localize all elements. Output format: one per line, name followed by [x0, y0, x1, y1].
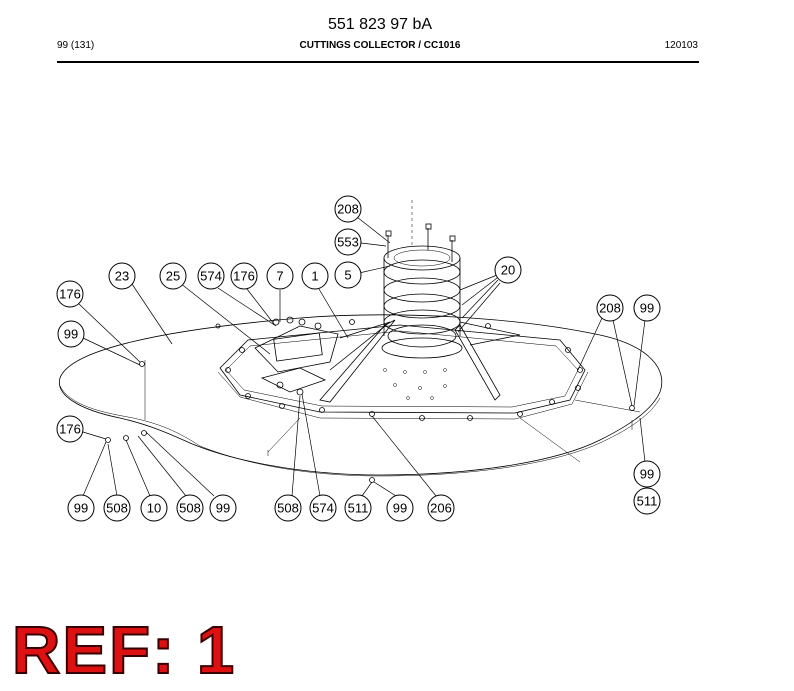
svg-text:99: 99 — [640, 301, 654, 316]
callout-176-low: 176 — [56, 415, 84, 443]
svg-text:99: 99 — [640, 467, 654, 482]
svg-text:508: 508 — [106, 501, 128, 516]
callout-20: 20 — [494, 256, 522, 284]
callout-508-b3: 508 — [274, 494, 302, 522]
svg-text:99: 99 — [64, 327, 78, 342]
callout-206: 206 — [427, 494, 455, 522]
page-title: CUTTINGS COLLECTOR / CC1016 — [299, 40, 461, 51]
svg-text:508: 508 — [179, 501, 201, 516]
svg-text:99: 99 — [74, 501, 88, 516]
callout-25: 25 — [159, 262, 187, 290]
svg-text:508: 508 — [277, 501, 299, 516]
svg-text:23: 23 — [115, 269, 129, 284]
callout-5: 5 — [334, 261, 362, 289]
svg-text:206: 206 — [430, 501, 452, 516]
perimeter-bolts — [105, 319, 635, 483]
callout-99-b1: 99 — [67, 494, 95, 522]
svg-text:20: 20 — [501, 263, 515, 278]
leader-lines — [78, 216, 646, 497]
octagon-plate — [217, 324, 589, 420]
svg-text:25: 25 — [166, 269, 180, 284]
svg-text:1: 1 — [311, 269, 318, 284]
callout-574-b: 574 — [309, 494, 337, 522]
callout-99-right: 99 — [633, 294, 661, 322]
svg-text:10: 10 — [147, 501, 161, 516]
svg-text:176: 176 — [59, 287, 81, 302]
callout-99-r2: 99 — [633, 460, 661, 488]
callout-1: 1 — [301, 262, 329, 290]
callout-553: 553 — [334, 228, 362, 256]
header-rule — [57, 61, 699, 63]
page-number: 99 (131) — [57, 40, 95, 51]
date-code: 120103 — [664, 40, 698, 51]
collector-disc — [58, 314, 663, 477]
mounting-plate — [254, 316, 339, 396]
disc-panel-lines — [144, 360, 641, 463]
callout-511-b: 511 — [344, 494, 372, 522]
svg-text:511: 511 — [637, 494, 658, 509]
document-number: 551 823 97 bA — [327, 16, 433, 33]
svg-text:574: 574 — [200, 269, 222, 284]
callout-10: 10 — [140, 494, 168, 522]
callout-208-top: 208 — [334, 195, 362, 223]
svg-text:5: 5 — [344, 268, 351, 283]
spring-stack — [383, 200, 461, 348]
callout-23: 23 — [108, 262, 136, 290]
ref-stamp: REF: 1 — [11, 613, 237, 688]
svg-text:553: 553 — [337, 235, 359, 250]
callout-508-b1: 508 — [103, 494, 131, 522]
callout-208-right: 208 — [596, 294, 624, 322]
svg-text:176: 176 — [59, 422, 81, 437]
callout-99-left: 99 — [57, 320, 85, 348]
callout-176-top: 176 — [230, 262, 258, 290]
callout-99-b3: 99 — [386, 494, 414, 522]
svg-text:208: 208 — [599, 301, 621, 316]
svg-text:176: 176 — [233, 269, 255, 284]
center-chute — [319, 319, 521, 403]
callout-99-b2: 99 — [209, 494, 237, 522]
svg-text:574: 574 — [312, 501, 334, 516]
surface-holes — [383, 368, 447, 400]
callout-176-left: 176 — [56, 280, 84, 308]
svg-text:7: 7 — [276, 269, 283, 284]
svg-text:511: 511 — [348, 501, 369, 516]
callout-511-r: 511 — [633, 487, 661, 515]
callout-574-top: 574 — [197, 262, 225, 290]
svg-text:208: 208 — [337, 202, 359, 217]
callout-7: 7 — [266, 262, 294, 290]
callout-508-b2: 508 — [176, 494, 204, 522]
svg-text:99: 99 — [393, 501, 407, 516]
svg-text:99: 99 — [216, 501, 230, 516]
